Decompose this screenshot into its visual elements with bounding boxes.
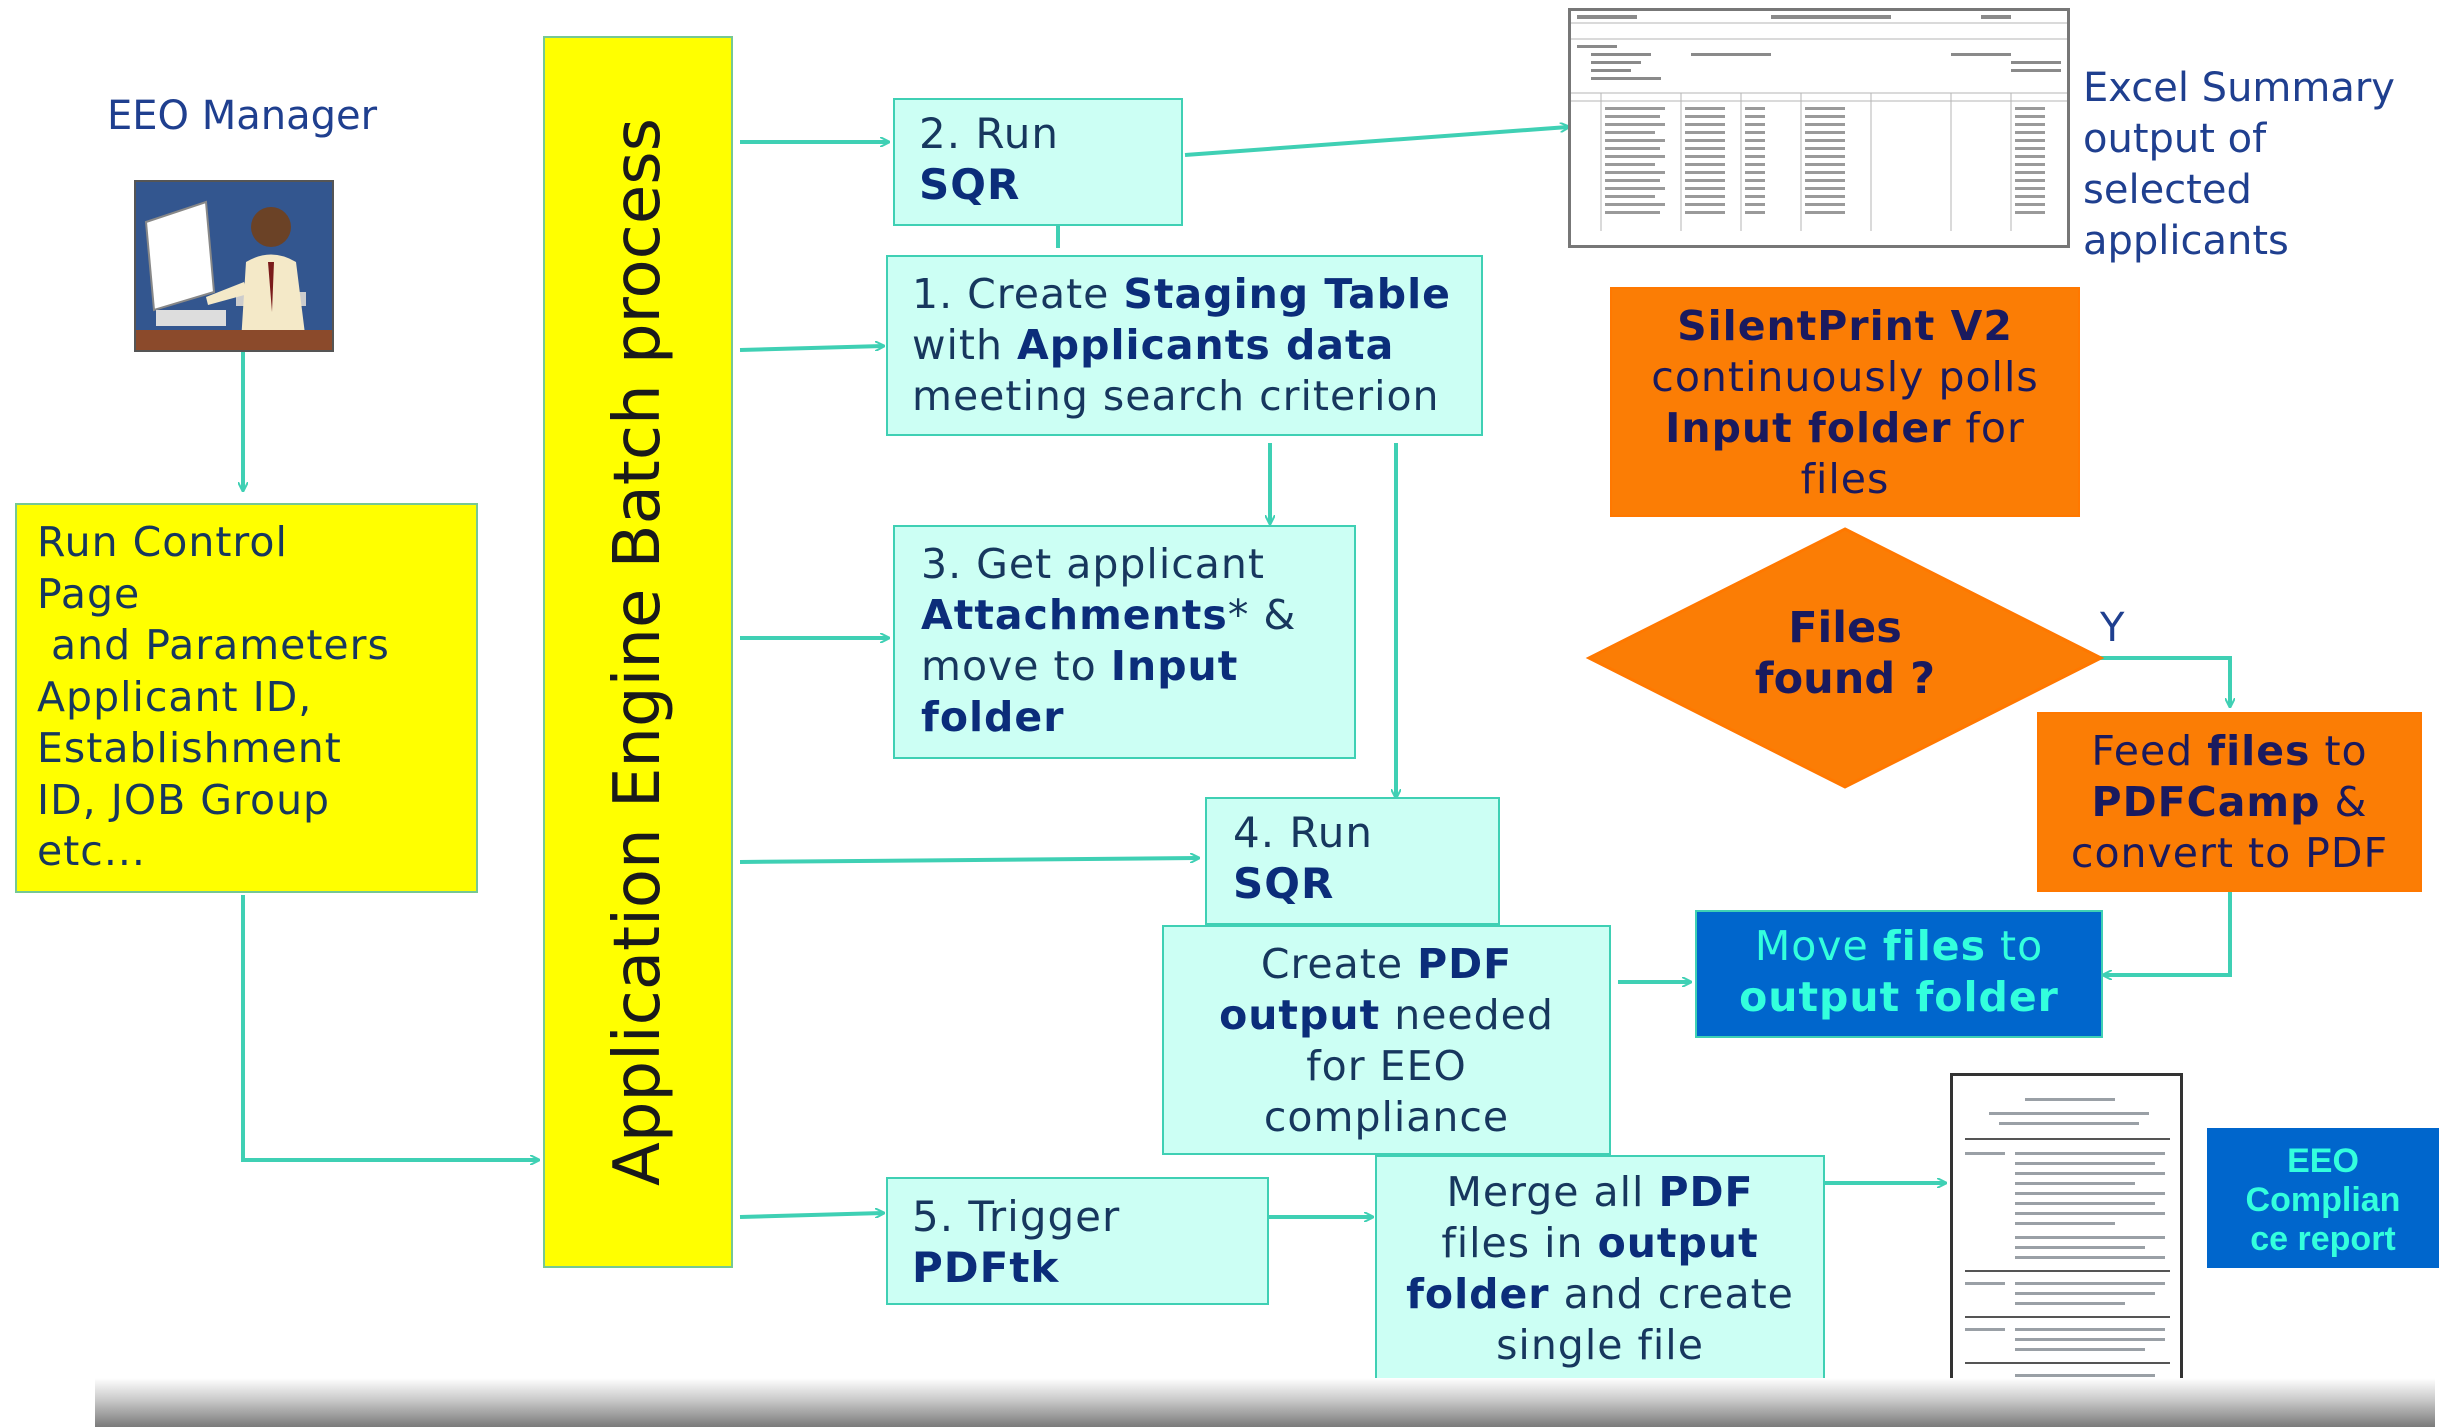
step1-text-d: Applicants data (1017, 321, 1395, 369)
eeo-report-line-1: EEO (2287, 1142, 2359, 1180)
silentprint-line-1: SilentPrint V2 (1677, 302, 2013, 350)
run-control-line-1: Run Control (37, 518, 288, 566)
create-pdf-output-box: Create PDF output needed for EEO complia… (1162, 925, 1611, 1155)
create-pdf-f: compliance (1263, 1093, 1510, 1141)
create-pdf-d: needed (1380, 991, 1554, 1039)
arrow-runcontrol-to-batch (241, 895, 538, 1160)
decision-yes-label: Y (2100, 605, 2125, 651)
silentprint-line-2: continuously polls (1651, 353, 2039, 401)
bottom-shadow-bar (95, 1378, 2435, 1427)
run-control-line-4: Applicant ID, (37, 672, 313, 721)
office-worker-at-computer-icon (134, 180, 334, 352)
step2-line-2: SQR (919, 160, 1021, 209)
decision-text: Files found ? (1745, 603, 1945, 705)
silentprint-line-3: for (1951, 404, 2025, 452)
run-control-line-2: Page (37, 569, 141, 618)
step4-run-sqr-box: 4. Run SQR (1205, 797, 1500, 925)
step5-line-1: 5. Trigger (912, 1192, 1121, 1241)
create-pdf-a: Create (1260, 940, 1418, 988)
run-control-line-7: etc... (37, 827, 146, 875)
merge-c: files in (1441, 1219, 1598, 1267)
create-pdf-b: PDF (1417, 940, 1513, 988)
step1-text-a: 1. Create (912, 270, 1124, 318)
run-control-box: Run Control Page and Parameters Applican… (15, 503, 478, 893)
step1-text-e: meeting search criterion (912, 372, 1440, 420)
step3-line-1: 3. Get applicant (921, 540, 1265, 588)
eeo-report-document-thumbnail (1950, 1073, 2183, 1398)
step3-line-2b: Attachments (921, 591, 1228, 639)
decision-line-2: found ? (1754, 654, 1936, 704)
excel-summary-thumbnail (1568, 8, 2070, 248)
merge-b: PDF (1658, 1168, 1754, 1216)
arrow-batch-to-step1 (739, 346, 883, 352)
feed-d: PDFCamp (2091, 778, 2321, 826)
run-control-line-3: and Parameters (37, 621, 390, 669)
excel-label-line-2: output of selected (2083, 116, 2267, 213)
excel-label-line-1: Excel Summary (2083, 65, 2395, 111)
move-d: output folder (1739, 973, 2059, 1021)
merge-g: single file (1496, 1321, 1704, 1369)
excel-summary-label: Excel Summary output of selected applica… (2083, 63, 2443, 267)
merge-f: and create (1549, 1270, 1794, 1318)
merge-d: output (1597, 1219, 1759, 1267)
move-c: to (1985, 922, 2044, 970)
arrow-batch-to-step5 (739, 1213, 883, 1219)
step4-line-2: SQR (1233, 859, 1335, 908)
decision-line-1: Files (1788, 603, 1902, 653)
batch-process-box (543, 36, 733, 1268)
merge-a: Merge all (1446, 1168, 1659, 1216)
step2-run-sqr-box: 2. Run SQR (893, 98, 1183, 226)
step1-text-c: with (912, 321, 1018, 369)
step5-trigger-pdftk-box: 5. Trigger PDFtk (886, 1177, 1269, 1305)
create-pdf-c: output (1219, 991, 1381, 1039)
silentprint-box: SilentPrint V2 continuously polls Input … (1610, 287, 2080, 517)
arrow-decision-yes-to-feed (2100, 656, 2230, 706)
eeo-report-line-3: ce report (2250, 1220, 2396, 1258)
step3-attachments-box: 3. Get applicant Attachments* & move to … (893, 525, 1356, 759)
merge-e: folder (1406, 1270, 1550, 1318)
feed-f: convert to PDF (2070, 829, 2389, 877)
actor-label: EEO Manager (107, 93, 378, 139)
files-found-decision-diamond (1585, 527, 2105, 789)
step1-staging-table-box: 1. Create Staging Table with Applicants … (886, 255, 1483, 436)
run-control-line-6: ID, JOB Group (37, 775, 331, 824)
feed-b: files (2207, 727, 2311, 775)
run-control-line-5: Establishment (37, 724, 342, 772)
arrow-batch-to-step4 (739, 858, 1198, 864)
eeo-compliance-report-label-box: EEO Complian ce report (2207, 1128, 2439, 1268)
move-a: Move (1754, 922, 1883, 970)
batch-process-label-wrap: Application Engine Batch process (543, 36, 733, 1268)
arrow-feed-to-move (2104, 892, 2232, 975)
feed-c: to (2310, 727, 2368, 775)
step4-line-1: 4. Run (1233, 808, 1373, 857)
move-files-box: Move files to output folder (1695, 910, 2103, 1038)
step5-line-2: PDFtk (912, 1243, 1060, 1292)
silentprint-line-3b: Input folder (1665, 404, 1952, 452)
step3-line-2: * & (1227, 591, 1297, 639)
feed-e: & (2320, 778, 2368, 826)
step3-line-3a: move to (921, 642, 1111, 690)
batch-process-label: Application Engine Batch process (601, 118, 675, 1186)
create-pdf-e: for EEO (1306, 1042, 1467, 1090)
step3-line-4: folder (921, 693, 1065, 741)
move-b: files (1882, 922, 1986, 970)
excel-label-line-3: applicants (2083, 218, 2289, 264)
step3-line-3b: Input (1110, 642, 1239, 690)
feed-pdfcamp-box: Feed files to PDFCamp & convert to PDF (2037, 712, 2422, 892)
silentprint-line-4: files (1800, 455, 1890, 503)
feed-a: Feed (2091, 727, 2208, 775)
eeo-report-line-2: Complian (2245, 1181, 2401, 1219)
step2-line-1: 2. Run (919, 109, 1059, 158)
merge-pdf-box: Merge all PDF files in output folder and… (1375, 1155, 1825, 1388)
step1-text-b: Staging Table (1123, 270, 1451, 318)
arrow-step2-to-excel (1184, 127, 1568, 157)
